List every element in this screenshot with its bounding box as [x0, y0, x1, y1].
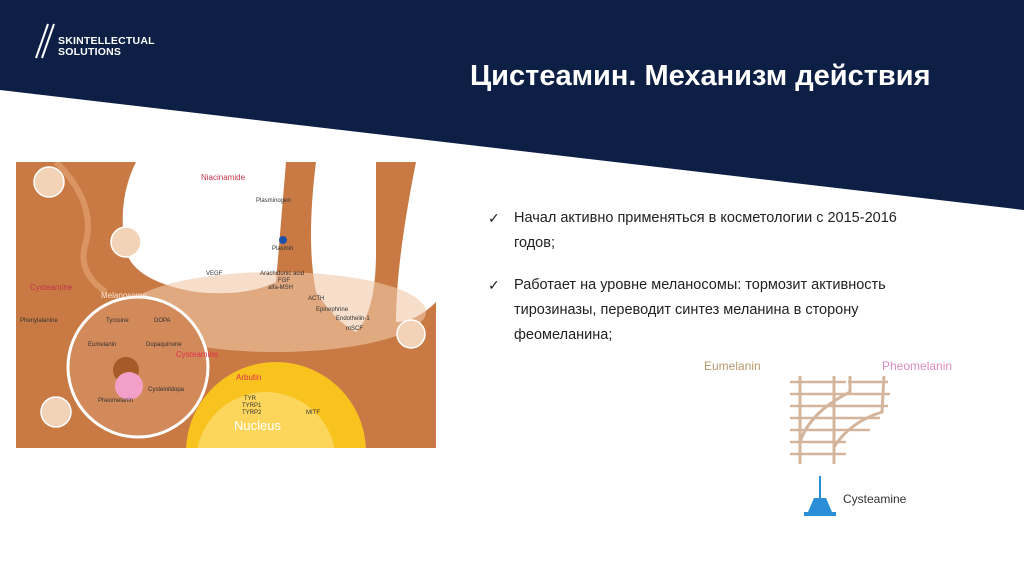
label-tyrp2: TYRP2 [242, 410, 262, 416]
label-fgf: FGF [278, 278, 290, 284]
melanocyte-diagram: Plasminogen Plasmin VEGF Arachidonic aci… [16, 162, 436, 448]
page-title: Цистеамин. Механизм действия [470, 60, 931, 92]
label-pheomelanin: Pheomelanin [882, 359, 952, 373]
label-niacinamide: Niacinamide [201, 173, 246, 182]
logo-line1: SKINTELLECTUAL [58, 35, 155, 47]
check-icon: ✓ [488, 210, 500, 226]
label-cysteamine: Cysteamine [843, 492, 907, 506]
logo-line2: SOLUTIONS [58, 46, 122, 58]
label-phenylalanine: Phenylalanine [20, 318, 58, 324]
label-nucleus: Nucleus [234, 418, 281, 433]
label-msh: alfa-MSH [268, 285, 293, 291]
label-arbutin: Arbutin [236, 373, 261, 382]
bullet-text: Работает на уровне меланосомы: тормозит … [514, 277, 886, 343]
label-cysteamine-inner: Cysteamine [176, 350, 219, 359]
label-eumelanin: Eumelanin [88, 342, 116, 348]
label-mitf: MITF [306, 410, 320, 416]
bullet-text: Начал активно применяться в косметологии… [514, 210, 897, 251]
label-dopaquinone: Dopaquinone [146, 342, 182, 348]
label-arachidonic: Arachidonic acid [260, 271, 304, 277]
bullet-item: ✓ Начал активно применяться в косметолог… [488, 206, 928, 256]
label-melanosome: Melanosome [101, 291, 147, 300]
logo: SKINTELLECTUAL SOLUTIONS [34, 20, 155, 60]
label-pheomelanin: Pheomelanin [98, 398, 133, 404]
label-cysteamine-left: Cysteamine [30, 283, 73, 292]
bullet-list: ✓ Начал активно применяться в косметолог… [488, 206, 928, 365]
railway-switch-diagram: Eumelanin Pheomelanin Cysteamine [704, 359, 952, 516]
label-epinephrine: Epinephrine [316, 307, 349, 313]
label-dopa: DOPA [154, 318, 171, 324]
label-mscf: mSCF [346, 326, 363, 332]
switch-lever-icon [804, 476, 836, 516]
label-plasmin: Plasmin [272, 246, 293, 252]
tracks [790, 375, 890, 464]
bullet-item: ✓ Работает на уровне меланосомы: тормози… [488, 273, 928, 348]
check-icon: ✓ [488, 277, 500, 293]
label-acth: ACTH [308, 296, 324, 302]
label-vegf: VEGF [206, 271, 223, 277]
label-cysteinyldopa: Cysteinildopa [148, 387, 185, 393]
label-plasminogen: Plasminogen [256, 198, 291, 204]
label-tyrosine: Tyrosine [106, 318, 129, 324]
label-eumelanin: Eumelanin [704, 359, 761, 373]
label-tyr: TYR [244, 396, 257, 402]
label-endothelin: Endothelin-1 [336, 316, 370, 322]
logo-slashes-icon [35, 23, 55, 59]
label-tyrp1: TYRP1 [242, 403, 262, 409]
